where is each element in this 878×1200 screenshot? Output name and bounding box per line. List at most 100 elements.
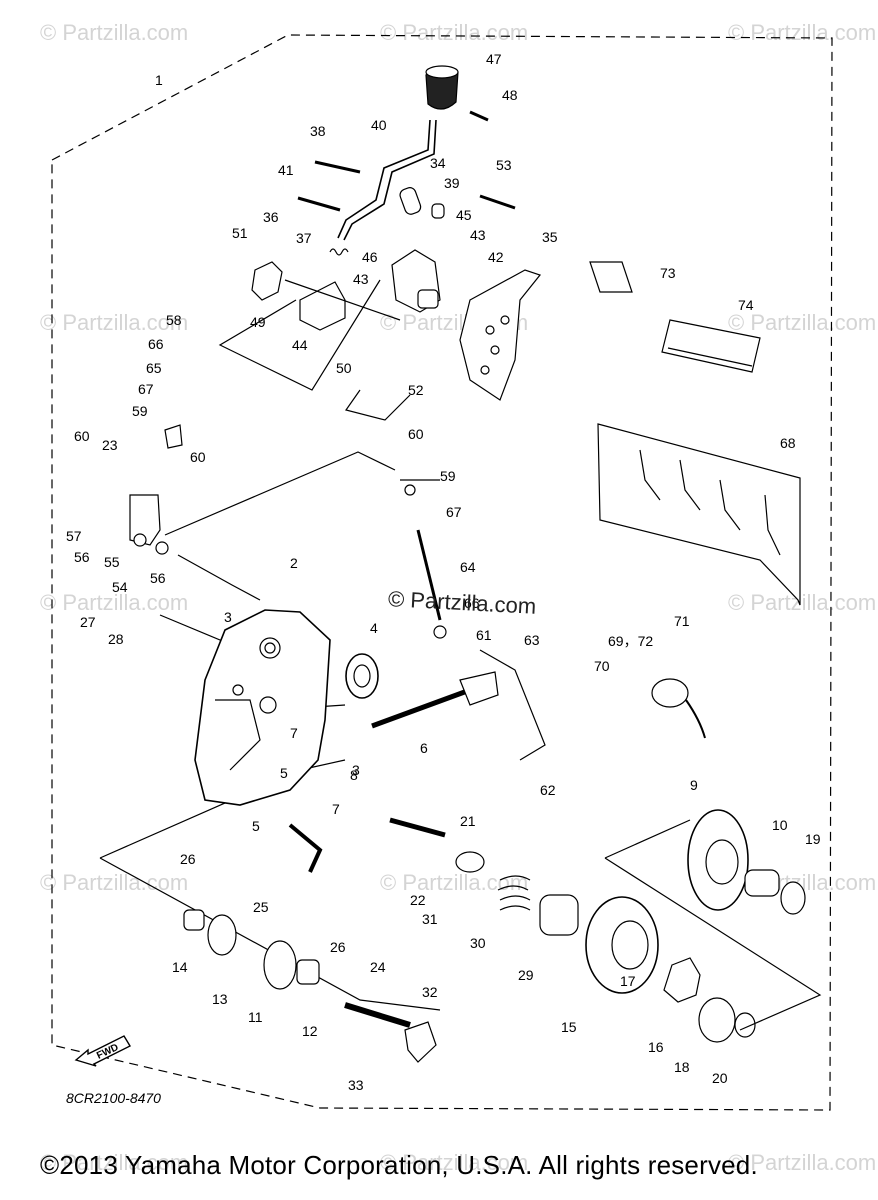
callout-label: 26 bbox=[180, 851, 196, 867]
callout-label: 2 bbox=[290, 555, 298, 571]
rod bbox=[416, 529, 442, 621]
callout-label: 43 bbox=[470, 227, 486, 243]
callout-label: 50 bbox=[336, 360, 352, 376]
callout-label: 57 bbox=[66, 528, 82, 544]
callout-label: 52 bbox=[408, 382, 424, 398]
callout-label: 70 bbox=[594, 658, 610, 674]
callout-label: 5 bbox=[252, 818, 260, 834]
callout-label: 3 bbox=[224, 609, 232, 625]
watermark: © Partzilla.com bbox=[40, 1150, 189, 1175]
callout-label: 73 bbox=[660, 265, 676, 281]
callout-label: 9 bbox=[690, 777, 698, 793]
watermark: © Partzilla.com bbox=[40, 590, 189, 615]
sensor bbox=[651, 678, 689, 708]
callout-label: 42 bbox=[488, 249, 504, 265]
watermark: © Partzilla.com bbox=[728, 1150, 877, 1175]
callout-label: 60 bbox=[74, 428, 90, 444]
callout-label: 64 bbox=[460, 559, 476, 575]
callout-label: 4 bbox=[370, 620, 378, 636]
callout-label: 66 bbox=[148, 336, 164, 352]
lever-mount bbox=[299, 281, 346, 331]
group-line bbox=[99, 857, 441, 1011]
callout-label: 36 bbox=[263, 209, 279, 225]
spring bbox=[329, 248, 349, 256]
gear-case bbox=[194, 609, 331, 806]
bracket bbox=[459, 269, 542, 401]
callout-label: 32 bbox=[422, 984, 438, 1000]
callout-label: 67 bbox=[446, 504, 462, 520]
sprocket bbox=[585, 896, 659, 994]
callout-label: 71 bbox=[674, 613, 690, 629]
fwd-label: FWD bbox=[95, 1042, 120, 1062]
callout-label: 18 bbox=[674, 1059, 690, 1075]
watermark: © Partzilla.com bbox=[40, 870, 189, 895]
callout-label: 46 bbox=[362, 249, 378, 265]
cover-plate bbox=[597, 423, 801, 606]
callout-label: 30 bbox=[470, 935, 486, 951]
callout-label: 17 bbox=[620, 973, 636, 989]
callout-label: 68 bbox=[780, 435, 796, 451]
callout-label: 10 bbox=[772, 817, 788, 833]
assembly-boundary bbox=[51, 34, 833, 1111]
callout-label: 7 bbox=[332, 801, 340, 817]
watermark: © Partzilla.com bbox=[728, 310, 877, 335]
callout-label: 48 bbox=[502, 87, 518, 103]
callout-label: 37 bbox=[296, 230, 312, 246]
callout-label: 19 bbox=[805, 831, 821, 847]
spring bbox=[497, 875, 531, 911]
callout-label: 47 bbox=[486, 51, 502, 67]
rod bbox=[314, 160, 361, 174]
callout-label: 1 bbox=[155, 72, 163, 88]
callout-label: 5 bbox=[280, 765, 288, 781]
callout-label: 41 bbox=[278, 162, 294, 178]
callout-label: 7 bbox=[290, 725, 298, 741]
group-line bbox=[604, 857, 822, 1031]
callout-label: 28 bbox=[108, 631, 124, 647]
watermark: © Partzilla.com bbox=[380, 870, 529, 895]
fwd-arrow-icon: FWD bbox=[74, 1035, 131, 1067]
watermark: © Partzilla.com bbox=[728, 590, 877, 615]
callout-label: 49 bbox=[250, 314, 266, 330]
watermark: © Partzilla.com bbox=[380, 20, 529, 45]
bearing bbox=[345, 653, 379, 699]
callout-label: 38 bbox=[310, 123, 326, 139]
callout-label: 8 bbox=[350, 767, 358, 783]
callout-label: 3 bbox=[352, 762, 360, 778]
group-line bbox=[345, 389, 411, 421]
group-line bbox=[218, 279, 381, 391]
gear bbox=[687, 809, 749, 911]
callout-label: 54 bbox=[112, 579, 128, 595]
callout-label: 53 bbox=[496, 157, 512, 173]
callout-label: 21 bbox=[460, 813, 476, 829]
callout-label: 35 bbox=[542, 229, 558, 245]
callout-label: 29 bbox=[518, 967, 534, 983]
callout-label: 74 bbox=[738, 297, 754, 313]
callout-label: 56 bbox=[74, 549, 90, 565]
callout-label: 16 bbox=[648, 1039, 664, 1055]
rod bbox=[297, 196, 341, 212]
group-line bbox=[159, 614, 233, 646]
diagram-code: 8CR2100-8470 bbox=[66, 1090, 161, 1106]
watermark: © Partzilla.com bbox=[40, 20, 189, 45]
callout-label: 33 bbox=[348, 1077, 364, 1093]
callout-label: 34 bbox=[430, 155, 446, 171]
callout-label: 51 bbox=[232, 225, 248, 241]
callout-label: 62 bbox=[540, 782, 556, 798]
group-line bbox=[479, 649, 546, 761]
callout-label: 11 bbox=[248, 1009, 263, 1025]
callout-labels: 1233455677891011121314151617181920212223… bbox=[66, 51, 821, 1093]
callout-label: 31 bbox=[422, 911, 438, 927]
shift-shaft bbox=[371, 687, 471, 729]
copyright-footer: ©2013 Yamaha Motor Corporation, U.S.A. A… bbox=[40, 1150, 758, 1180]
callout-label: 69，72 bbox=[608, 633, 653, 649]
watermark: © Partzilla.com bbox=[380, 1150, 529, 1175]
callout-label: 66 bbox=[464, 595, 480, 611]
watermark: © Partzilla.com bbox=[40, 310, 189, 335]
callout-label: 23 bbox=[102, 437, 118, 453]
group-line bbox=[164, 451, 396, 536]
decal bbox=[661, 319, 761, 373]
callout-label: 6 bbox=[420, 740, 428, 756]
callout-label: 20 bbox=[712, 1070, 728, 1086]
callout-label: 15 bbox=[561, 1019, 577, 1035]
callout-label: 25 bbox=[253, 899, 269, 915]
